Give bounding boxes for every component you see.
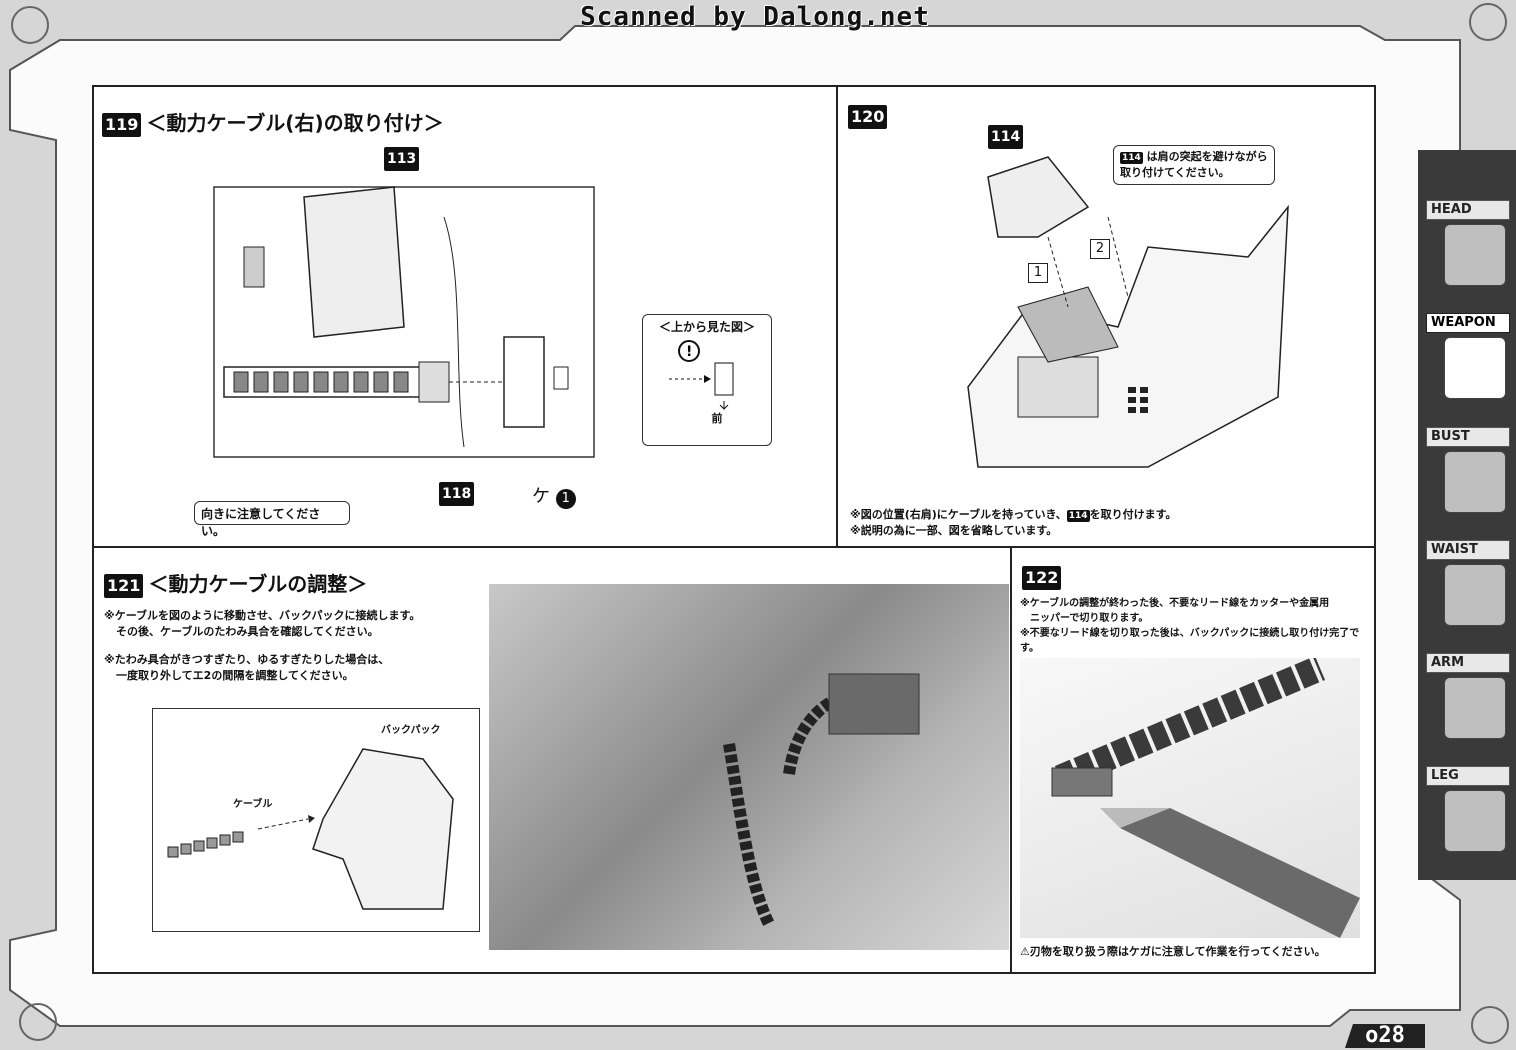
- arm-icon: [1444, 677, 1506, 739]
- backpack-detail-box: バックパック ケーブル: [152, 708, 480, 932]
- step-119-header: 119 ＜動力ケーブル(右)の取り付け＞: [102, 107, 444, 137]
- cable-assembly-drawing: [213, 186, 595, 458]
- shoulder-drawing: [967, 156, 1289, 468]
- top-view-callout: ＜上から見た図＞ ! 前: [642, 314, 772, 446]
- cable-label: ケーブル: [233, 799, 273, 810]
- scan-watermark: Scanned by Dalong.net: [580, 2, 930, 32]
- step-122-header: 122: [1022, 566, 1062, 590]
- step-120-header: 120: [848, 105, 888, 129]
- step-121-header: 121 ＜動力ケーブルの調整＞: [104, 568, 367, 598]
- tab-leg[interactable]: LEG: [1426, 766, 1510, 852]
- tab-label: BUST: [1426, 427, 1510, 447]
- step-number: 120: [848, 105, 888, 129]
- tab-label: ARM: [1426, 653, 1510, 673]
- step-121-panel: 121 ＜動力ケーブルの調整＞ ※ケーブルを図のように移動させ、バックパックに接…: [92, 546, 1012, 974]
- tab-bust[interactable]: BUST: [1426, 427, 1510, 513]
- tag-label: ケ 1: [532, 482, 576, 509]
- step-119-panel: 119 ＜動力ケーブル(右)の取り付け＞ 113 118 ケ 1 ＜上から見た図…: [92, 85, 838, 548]
- step-number: 121: [104, 574, 144, 598]
- part-118-label: 118: [439, 482, 475, 506]
- step-122-notes: ※ケーブルの調整が終わった後、不要なリード線をカッターや金属用 ニッパーで切り取…: [1020, 598, 1360, 654]
- head-icon: [1444, 224, 1506, 286]
- tab-arm[interactable]: ARM: [1426, 653, 1510, 739]
- svg-text:!: !: [686, 344, 692, 360]
- step-title: ＜動力ケーブル(右)の取り付け＞: [146, 111, 444, 135]
- step-number: 119: [102, 113, 142, 137]
- tab-label: WAIST: [1426, 540, 1510, 560]
- page-number: o28: [1345, 1024, 1425, 1048]
- shoulder-callout: 114 は肩の突起を避けながら取り付けてください。: [1113, 145, 1275, 185]
- leg-icon: [1444, 790, 1506, 852]
- callout-front-label: 前: [711, 412, 723, 425]
- step-120-panel: 120 114 1 2 114 は肩の突起を避けながら取り付けてください。 ※図…: [836, 85, 1376, 548]
- step-122-panel: 122 ※ケーブルの調整が終わった後、不要なリード線をカッターや金属用 ニッパー…: [1010, 546, 1376, 974]
- backpack-label: バックパック: [381, 725, 441, 736]
- part-113-label: 113: [384, 147, 420, 171]
- warning-icon: ⚠: [1020, 945, 1030, 958]
- part-114-label: 114: [988, 125, 1024, 149]
- cutting-photo: [1020, 656, 1360, 938]
- top-view-icon: !: [669, 340, 734, 410]
- step-title: ＜動力ケーブルの調整＞: [148, 572, 368, 596]
- cable-photo-overlay: [723, 673, 920, 927]
- tab-head[interactable]: HEAD: [1426, 200, 1510, 286]
- tab-waist[interactable]: WAIST: [1426, 540, 1510, 626]
- step-121-notes: ※ケーブルを図のように移動させ、バックパックに接続します。 その後、ケーブルのた…: [104, 609, 421, 682]
- tab-label: HEAD: [1426, 200, 1510, 220]
- waist-icon: [1444, 564, 1506, 626]
- tab-weapon[interactable]: WEAPON: [1426, 313, 1510, 399]
- tab-label: WEAPON: [1426, 313, 1510, 333]
- callout-title: ＜上から見た図＞: [658, 320, 755, 334]
- bust-icon: [1444, 451, 1506, 513]
- tab-label: LEG: [1426, 766, 1510, 786]
- weapon-icon: [1444, 337, 1506, 399]
- orientation-note: 向きに注意してください。: [194, 501, 350, 538]
- marker-1: 1: [1028, 263, 1048, 283]
- knife-photo: [1051, 656, 1360, 938]
- safety-warning: ⚠刃物を取り扱う際はケガに注意して作業を行ってください。: [1020, 945, 1326, 958]
- backpack-drawing: [167, 748, 454, 910]
- step-number: 122: [1022, 566, 1062, 590]
- model-photo: [489, 584, 1009, 950]
- marker-2: 2: [1090, 239, 1110, 259]
